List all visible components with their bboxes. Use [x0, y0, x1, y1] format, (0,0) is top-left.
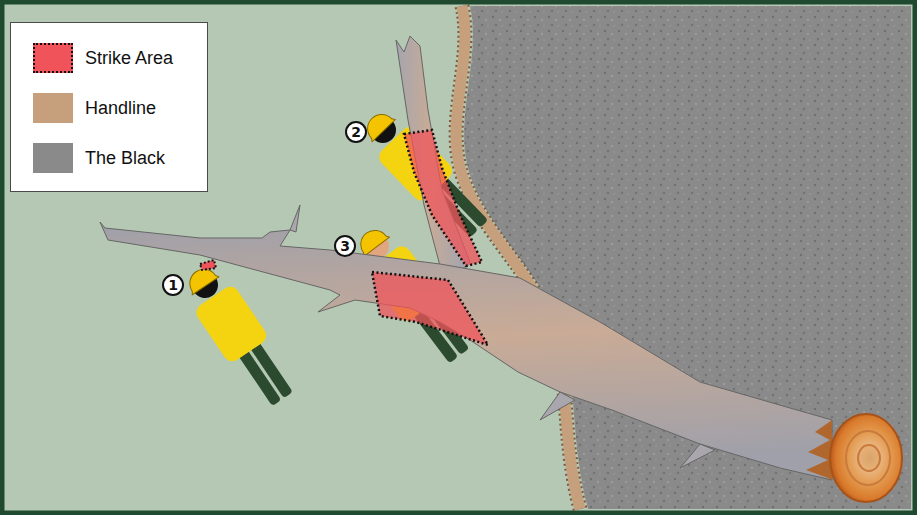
callout-circle: 2	[345, 121, 367, 143]
legend-row: Strike Area	[33, 33, 197, 83]
legend-label: The Black	[85, 148, 165, 169]
legend-swatch	[33, 43, 73, 73]
legend-row: The Black	[33, 133, 197, 183]
legend-box: Strike AreaHandlineThe Black	[10, 22, 208, 192]
legend-label: Strike Area	[85, 48, 173, 69]
callout-number: 1	[168, 278, 178, 292]
legend-swatch	[33, 93, 73, 123]
legend-row: Handline	[33, 83, 197, 133]
callout-circle: 1	[162, 274, 184, 296]
legend-swatch	[33, 143, 73, 173]
callout-circle: 3	[334, 235, 356, 257]
callout-number: 3	[340, 239, 350, 253]
legend-label: Handline	[85, 98, 156, 119]
callout-number: 2	[351, 125, 361, 139]
